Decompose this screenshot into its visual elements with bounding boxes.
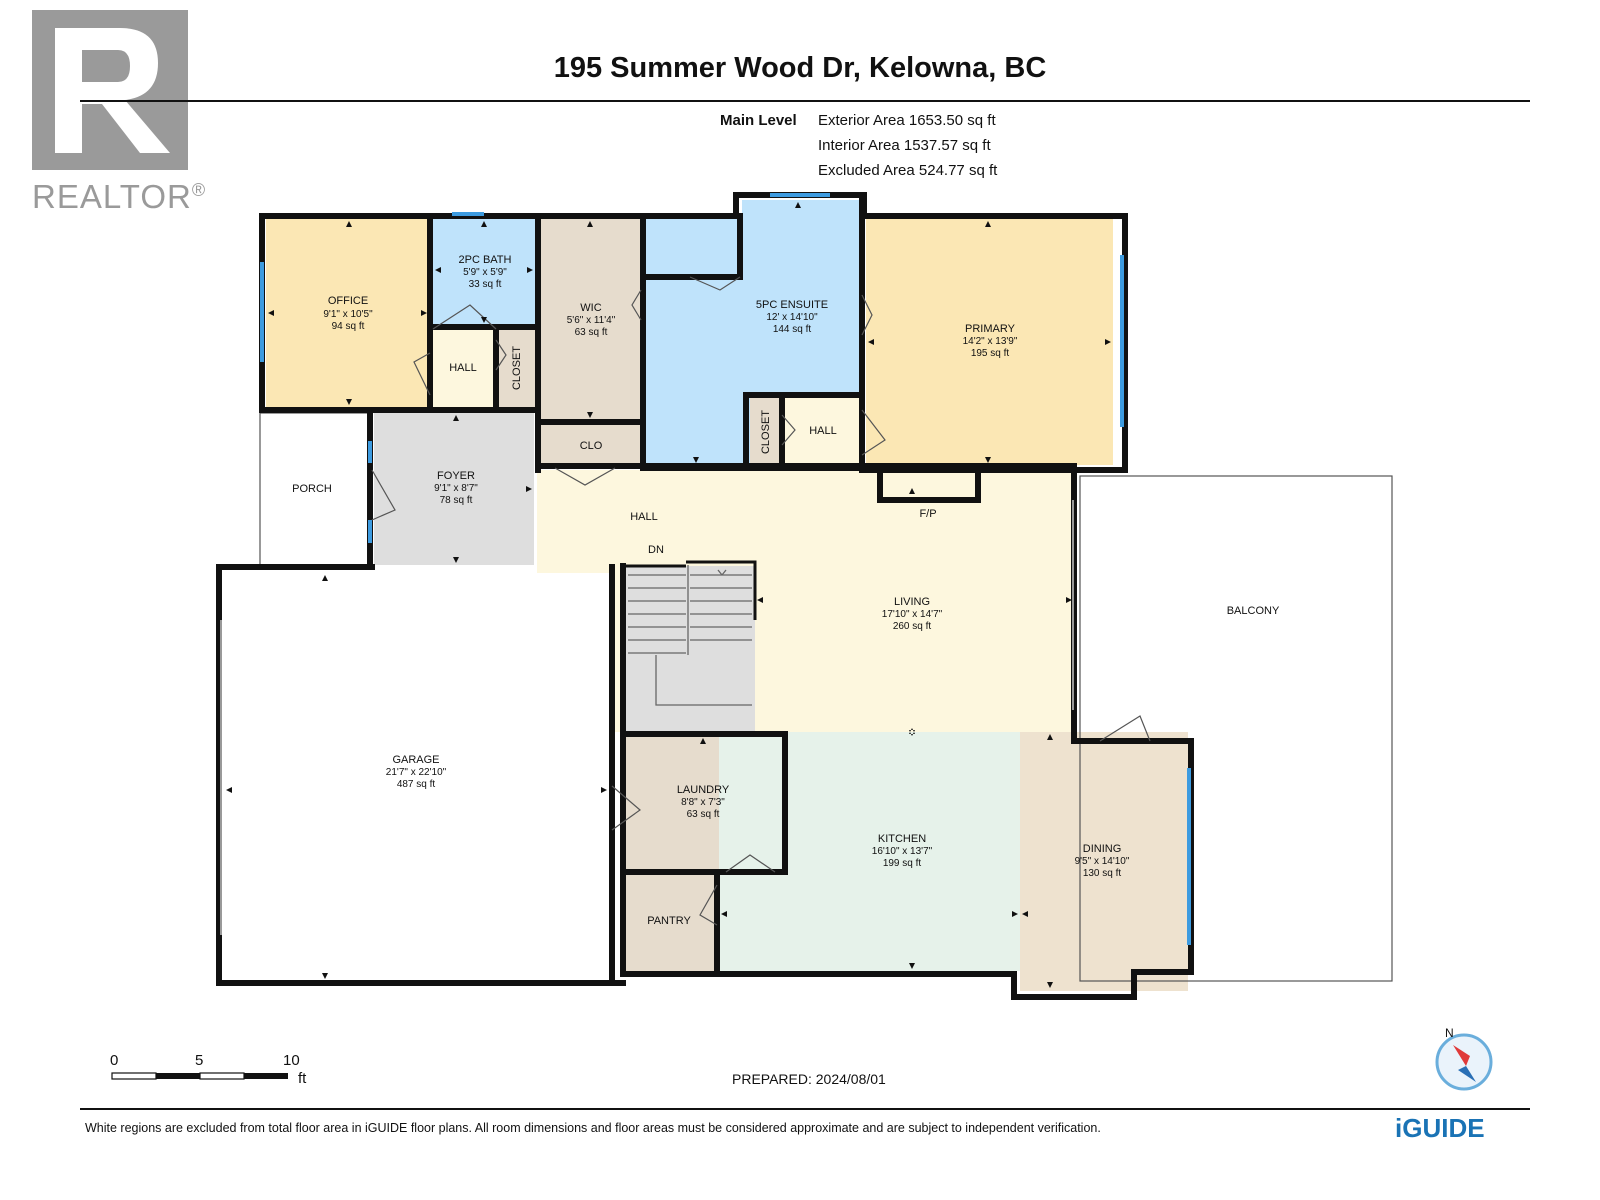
excluded-area: Excluded Area 524.77 sq ft <box>818 162 998 179</box>
header-rule <box>80 100 1530 102</box>
hall-primary-label: HALL <box>809 425 837 437</box>
windows <box>260 193 1191 945</box>
pantry-label: PANTRY <box>647 915 691 927</box>
dimension-arrows <box>226 202 1111 988</box>
room-2pc-bath <box>433 219 535 325</box>
office-dim: 9'1" x 10'5" <box>323 309 373 320</box>
room-clo <box>541 425 641 465</box>
garage-area: 487 sq ft <box>397 779 436 790</box>
scale-unit: ft <box>298 1070 307 1087</box>
room-stairs <box>626 566 755 732</box>
room-kitchen <box>719 732 1020 971</box>
interior-area: Interior Area 1537.57 sq ft <box>818 137 991 154</box>
room-office <box>266 219 429 407</box>
wic-area: 63 sq ft <box>575 327 608 338</box>
wic-dim: 5'6" x 11'4" <box>567 315 616 326</box>
level-label: Main Level <box>720 112 797 129</box>
prepared-date: PREPARED: 2024/08/01 <box>732 1071 886 1087</box>
dn-label: DN <box>648 544 664 556</box>
bath2-dim: 5'9" x 5'9" <box>463 267 507 278</box>
balcony-label: BALCONY <box>1227 605 1280 617</box>
exterior-area: Exterior Area 1653.50 sq ft <box>818 112 996 129</box>
foyer-dim: 9'1" x 8'7" <box>434 483 478 494</box>
living-dim: 17'10" x 14'7" <box>882 609 943 620</box>
compass-label: N <box>1445 1026 1454 1040</box>
scale-tick-10: 10 <box>283 1052 300 1069</box>
kitchen-area: 199 sq ft <box>883 858 922 869</box>
room-closet-hall <box>750 398 780 465</box>
scale-tick-0: 0 <box>110 1052 119 1069</box>
room-garage <box>224 573 609 981</box>
bath2-area: 33 sq ft <box>469 279 502 290</box>
garage-dim: 21'7" x 22'10" <box>386 767 447 778</box>
hall-living-label: HALL <box>630 511 658 523</box>
laundry-area: 63 sq ft <box>687 809 720 820</box>
office-area: 94 sq ft <box>332 321 365 332</box>
scale-tick-5: 5 <box>195 1052 204 1069</box>
room-hall-living <box>537 470 1074 732</box>
room-closet-small <box>498 329 535 407</box>
balcony-outline <box>1079 475 1393 982</box>
footer-disclaimer: White regions are excluded from total fl… <box>85 1121 1101 1135</box>
primary-area: 195 sq ft <box>971 348 1010 359</box>
page-title: 195 Summer Wood Dr, Kelowna, BC <box>553 52 1047 84</box>
fp-label: F/P <box>919 508 936 520</box>
room-pantry <box>626 874 719 971</box>
scale-bar <box>111 1072 288 1080</box>
ensuite-name: 5PC ENSUITE <box>756 299 828 311</box>
ensuite-dim: 12' x 14'10" <box>766 312 818 323</box>
bath2-name: 2PC BATH <box>459 254 512 266</box>
living-area: 260 sq ft <box>893 621 932 632</box>
primary-name: PRIMARY <box>965 323 1016 335</box>
iguide-brand: iGUIDE <box>1395 1113 1485 1143</box>
compass-icon: N <box>1435 1026 1493 1091</box>
realtor-wordmark: REALTOR® <box>32 178 207 215</box>
laundry-name: LAUNDRY <box>677 784 730 796</box>
clo-label: CLO <box>580 440 603 452</box>
realtor-logo <box>32 10 188 170</box>
wic-name: WIC <box>580 302 601 314</box>
foyer-area: 78 sq ft <box>440 495 473 506</box>
room-dining <box>1020 732 1188 991</box>
footer-rule <box>80 1108 1530 1110</box>
primary-dim: 14'2" x 13'9" <box>963 336 1018 347</box>
closet-small-label: CLOSET <box>511 346 523 390</box>
laundry-dim: 8'8" x 7'3" <box>681 797 725 808</box>
garage-name: GARAGE <box>392 754 439 766</box>
living-name: LIVING <box>894 596 930 608</box>
foyer-name: FOYER <box>437 470 475 482</box>
kitchen-name: KITCHEN <box>878 833 926 845</box>
hall-small-label: HALL <box>449 362 477 374</box>
sliding-doors <box>220 500 1074 935</box>
room-ensuite-top <box>645 219 738 277</box>
room-primary <box>866 219 1113 465</box>
closet-hall-label: CLOSET <box>760 410 772 454</box>
dining-area: 130 sq ft <box>1083 868 1122 879</box>
room-wic <box>541 219 641 420</box>
stair-rail <box>626 560 757 620</box>
dining-dim: 9'5" x 14'10" <box>1075 856 1130 867</box>
dining-name: DINING <box>1083 843 1122 855</box>
ensuite-area: 144 sq ft <box>773 324 812 335</box>
room-hall-primary <box>784 398 860 465</box>
door-swings <box>371 276 1151 926</box>
porch-label: PORCH <box>292 483 332 495</box>
room-foyer <box>374 413 534 565</box>
office-name: OFFICE <box>328 295 368 307</box>
room-hall-small <box>433 329 494 407</box>
stair-treads <box>628 565 752 706</box>
kitchen-dim: 16'10" x 13'7" <box>872 846 933 857</box>
room-ensuite-left <box>645 277 742 465</box>
